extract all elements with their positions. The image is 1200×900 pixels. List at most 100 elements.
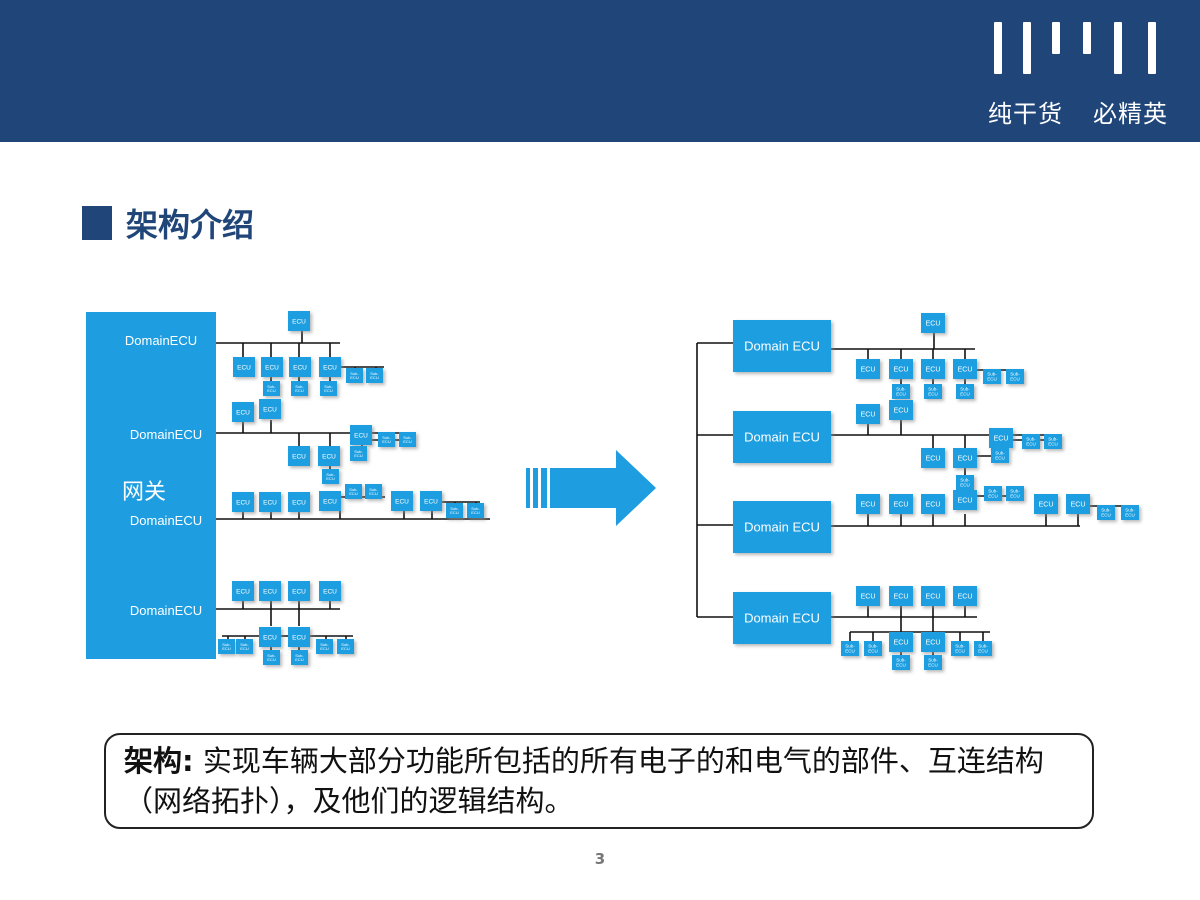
svg-text:ECU: ECU [894, 593, 909, 600]
svg-text:ECU: ECU [896, 662, 906, 667]
svg-text:Sub-: Sub- [295, 653, 304, 658]
svg-text:ECU: ECU [263, 588, 277, 595]
sub-ecu-node: Sub-ECU [1006, 486, 1024, 501]
ecu-node: ECU [259, 581, 281, 601]
ecu-node: ECU [289, 357, 311, 377]
sub-ecu-node: Sub-ECU [956, 384, 974, 399]
svg-text:ECU: ECU [323, 364, 337, 371]
sub-ecu-node: Sub-ECU [236, 639, 253, 654]
sub-ecu-node: Sub-ECU [892, 655, 910, 670]
svg-text:ECU: ECU [861, 411, 876, 418]
sub-ecu-node: Sub-ECU [892, 384, 910, 399]
ecu-node: ECU [232, 492, 254, 512]
svg-text:ECU: ECU [868, 648, 878, 653]
svg-text:ECU: ECU [265, 364, 279, 371]
section-title: 架构介绍 [126, 206, 255, 244]
svg-text:ECU: ECU [955, 648, 965, 653]
domain-ecu-block: Domain ECU [733, 592, 831, 644]
svg-text:ECU: ECU [894, 407, 909, 414]
node-layer: 网关DomainECUDomainECUDomainECUDomainECUEC… [86, 311, 1139, 670]
sub-ecu-node: Sub-ECU [337, 639, 354, 654]
svg-text:Domain ECU: Domain ECU [744, 520, 820, 535]
header-bar: 纯干货必精英 [0, 0, 1200, 142]
svg-text:ECU: ECU [988, 493, 998, 498]
svg-text:ECU: ECU [995, 455, 1005, 460]
ecu-node: ECU [259, 399, 281, 419]
ecu-node: ECU [889, 400, 913, 420]
svg-text:ECU: ECU [894, 639, 909, 646]
svg-text:ECU: ECU [370, 375, 379, 380]
sub-ecu-node: Sub-ECU [983, 369, 1001, 384]
sub-ecu-node: Sub-ECU [345, 484, 362, 499]
sub-ecu-node: Sub-ECU [350, 446, 367, 461]
svg-text:ECU: ECU [450, 510, 459, 515]
svg-text:Sub-: Sub- [349, 487, 358, 492]
svg-text:Sub-: Sub- [988, 489, 998, 494]
svg-text:Sub-: Sub- [369, 487, 378, 492]
domain-ecu-block: Domain ECU [733, 411, 831, 463]
svg-text:Sub-: Sub- [267, 653, 276, 658]
svg-text:Sub-: Sub- [341, 642, 350, 647]
svg-text:ECU: ECU [354, 432, 368, 439]
svg-text:Sub-: Sub- [324, 384, 333, 389]
sub-ecu-node: Sub-ECU [1121, 505, 1139, 520]
page-number: 3 [594, 850, 606, 868]
sub-ecu-node: Sub-ECU [924, 384, 942, 399]
svg-text:Sub-: Sub- [295, 384, 304, 389]
svg-text:ECU: ECU [958, 497, 973, 504]
svg-text:Domain ECU: Domain ECU [744, 430, 820, 445]
sub-ecu-node: Sub-ECU [924, 655, 942, 670]
sub-ecu-node: Sub-ECU [346, 368, 363, 383]
ecu-node: ECU [288, 581, 310, 601]
svg-text:ECU: ECU [403, 439, 412, 444]
svg-text:ECU: ECU [236, 409, 250, 416]
svg-text:ECU: ECU [424, 498, 438, 505]
ecu-node: ECU [921, 586, 945, 606]
ecu-node: ECU [288, 311, 310, 331]
ecu-node: ECU [889, 586, 913, 606]
svg-text:ECU: ECU [292, 318, 306, 325]
sub-ecu-node: Sub-ECU [446, 503, 463, 518]
ecu-node: ECU [232, 402, 254, 422]
ecu-node: ECU [232, 581, 254, 601]
svg-text:ECU: ECU [293, 364, 307, 371]
svg-text:ECU: ECU [994, 435, 1009, 442]
svg-text:Domain ECU: Domain ECU [744, 339, 820, 354]
svg-text:ECU: ECU [1101, 512, 1111, 517]
svg-text:ECU: ECU [471, 510, 480, 515]
svg-text:Sub-: Sub- [896, 387, 906, 392]
sub-ecu-node: Sub-ECU [291, 381, 308, 396]
ecu-node: ECU [856, 404, 880, 424]
svg-text:Sub-: Sub- [370, 371, 379, 376]
gateway-label: 网关 [122, 479, 166, 504]
ecu-node: ECU [856, 359, 880, 379]
svg-text:ECU: ECU [1010, 376, 1020, 381]
svg-text:ECU: ECU [263, 499, 277, 506]
svg-text:ECU: ECU [323, 588, 337, 595]
svg-text:ECU: ECU [292, 634, 306, 641]
svg-text:ECU: ECU [926, 366, 941, 373]
svg-text:ECU: ECU [861, 366, 876, 373]
section-marker [82, 206, 112, 240]
svg-text:ECU: ECU [350, 375, 359, 380]
svg-text:ECU: ECU [896, 391, 906, 396]
svg-text:ECU: ECU [928, 391, 938, 396]
ecu-node: ECU [318, 446, 340, 466]
svg-text:ECU: ECU [958, 593, 973, 600]
gateway-block [86, 312, 216, 659]
svg-text:ECU: ECU [926, 320, 941, 327]
sub-ecu-node: Sub-ECU [951, 641, 969, 656]
domain-ecu-block: Domain ECU [733, 320, 831, 372]
svg-text:ECU: ECU [926, 455, 941, 462]
sub-ecu-node: Sub-ECU [291, 650, 308, 665]
svg-text:Sub-: Sub- [960, 387, 970, 392]
svg-text:Domain ECU: Domain ECU [744, 611, 820, 626]
sub-ecu-node: Sub-ECU [366, 368, 383, 383]
svg-text:ECU: ECU [295, 657, 304, 662]
svg-text:ECU: ECU [894, 501, 909, 508]
svg-text:Sub-: Sub- [1125, 508, 1135, 513]
definition-term: 架构: [124, 744, 194, 778]
ecu-node: ECU [259, 492, 281, 512]
svg-text:ECU: ECU [987, 376, 997, 381]
